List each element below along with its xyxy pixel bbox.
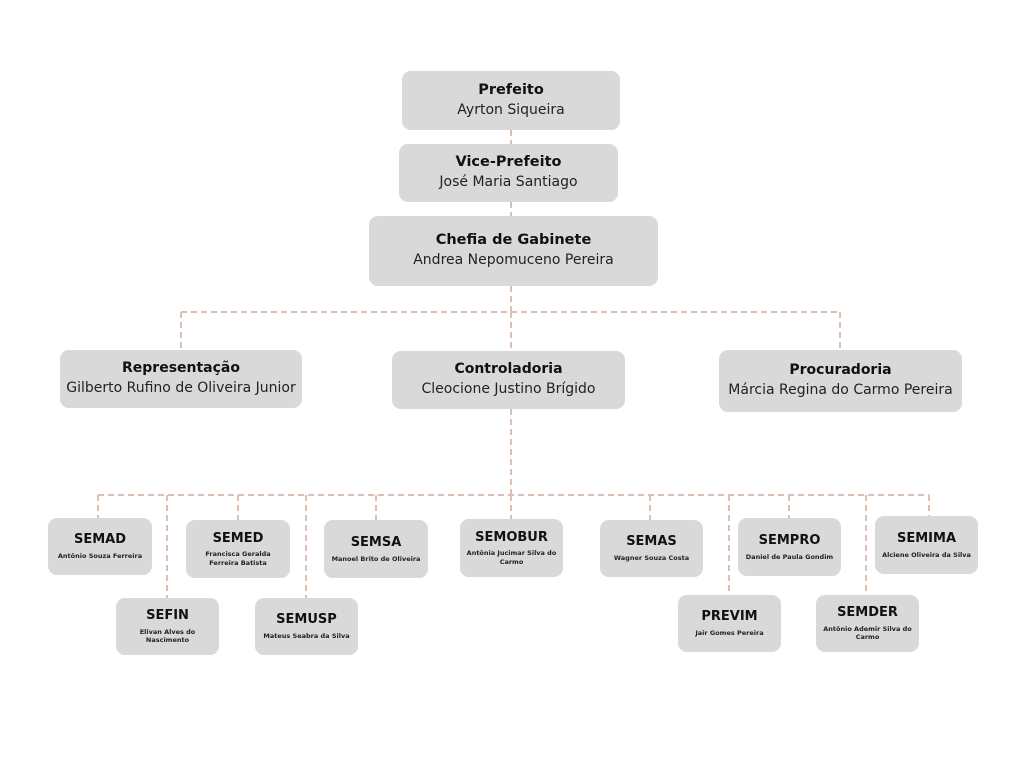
- box-title: SEMIMA: [896, 530, 956, 546]
- box-name: Andrea Nepomuceno Pereira: [413, 252, 614, 269]
- box-controladoria: Controladoria Cleocione Justino Brígido: [392, 351, 625, 409]
- box-name: Antônia Jucimar Silva do Carmo: [466, 549, 557, 566]
- box-semima: SEMIMA Alciene Oliveira da Silva: [875, 516, 978, 574]
- box-title: SEMOBUR: [475, 529, 548, 545]
- box-semobur: SEMOBUR Antônia Jucimar Silva do Carmo: [460, 519, 563, 577]
- box-name: Wagner Souza Costa: [613, 554, 690, 563]
- box-title: SEMAD: [73, 532, 127, 548]
- box-title: Vice-Prefeito: [455, 154, 562, 171]
- box-procuradoria: Procuradoria Márcia Regina do Carmo Pere…: [719, 350, 962, 412]
- box-semsa: SEMSA Manoel Brito de Oliveira: [324, 520, 428, 578]
- box-title: SEMSA: [350, 534, 402, 550]
- box-name: Mateus Seabra da Silva: [263, 632, 350, 641]
- box-vice-prefeito: Vice-Prefeito José Maria Santiago: [399, 144, 618, 202]
- box-semad: SEMAD Antônio Souza Ferreira: [48, 518, 152, 575]
- box-name: Gilberto Rufino de Oliveira Junior: [66, 380, 296, 397]
- box-name: José Maria Santiago: [439, 174, 578, 191]
- box-chefia-de-gabinete: Chefia de Gabinete Andrea Nepomuceno Per…: [369, 216, 658, 286]
- box-sefin: SEFIN Elivan Alves do Nascimento: [116, 598, 219, 655]
- box-semas: SEMAS Wagner Souza Costa: [600, 520, 703, 577]
- box-name: Daniel de Paula Gondim: [745, 552, 834, 561]
- box-name: Elivan Alves do Nascimento: [139, 627, 196, 645]
- box-title: SEMDER: [837, 605, 898, 621]
- box-title: SEMED: [212, 530, 264, 546]
- box-title: Procuradoria: [789, 362, 892, 379]
- box-semed: SEMED Francisca Geralda Ferreira Batista: [186, 520, 290, 578]
- box-semusp: SEMUSP Mateus Seabra da Silva: [255, 598, 358, 655]
- box-name: Antônio Souza Ferreira: [57, 552, 143, 561]
- box-prefeito: Prefeito Ayrton Siqueira: [402, 71, 620, 130]
- box-previm: PREVIM Jair Gomes Pereira: [678, 595, 781, 652]
- box-name: Antônio Ademir Silva do Carmo: [823, 624, 912, 642]
- box-name: Alciene Oliveira da Silva: [882, 550, 971, 559]
- box-name: Francisca Geralda Ferreira Batista: [205, 550, 271, 567]
- box-name: Ayrton Siqueira: [457, 101, 565, 118]
- box-name: Jair Gomes Pereira: [695, 629, 764, 638]
- box-representacao: Representação Gilberto Rufino de Oliveir…: [60, 350, 302, 408]
- box-title: Controladoria: [454, 361, 563, 378]
- box-title: SEMAS: [626, 534, 677, 550]
- box-title: PREVIM: [701, 609, 758, 625]
- box-name: Cleocione Justino Brígido: [421, 381, 596, 398]
- box-semder: SEMDER Antônio Ademir Silva do Carmo: [816, 595, 919, 652]
- box-name: Márcia Regina do Carmo Pereira: [728, 382, 953, 399]
- box-name: Manoel Brito de Oliveira: [331, 554, 421, 563]
- box-title: SEFIN: [146, 608, 189, 624]
- box-title: Chefia de Gabinete: [435, 232, 592, 249]
- box-title: Representação: [122, 360, 240, 377]
- box-title: SEMUSP: [276, 612, 337, 628]
- box-title: SEMPRO: [758, 532, 821, 548]
- box-title: Prefeito: [478, 81, 544, 98]
- box-sempro: SEMPRO Daniel de Paula Gondim: [738, 518, 841, 576]
